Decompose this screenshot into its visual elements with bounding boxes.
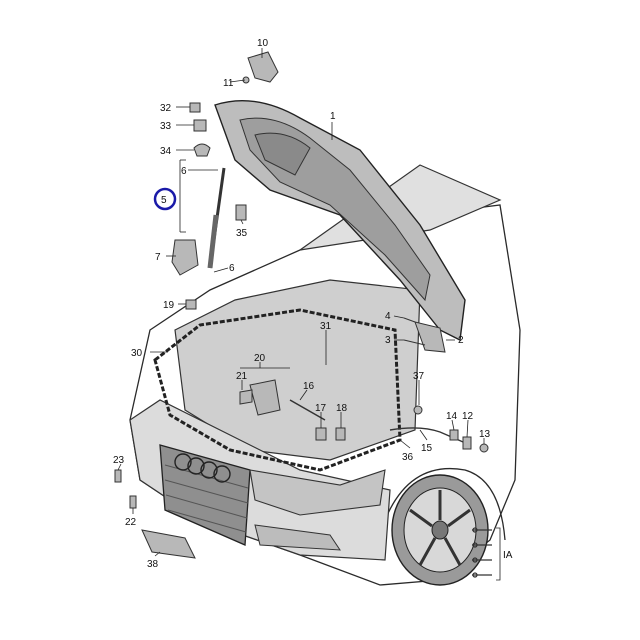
callout-7: 7 [155, 252, 161, 263]
gas-strut [207, 167, 226, 269]
part-14 [449, 429, 459, 441]
callout-30: 30 [131, 348, 143, 359]
callout-15: 15 [421, 443, 433, 454]
callout-17: 17 [315, 403, 327, 414]
part-IA-kit [472, 527, 492, 578]
callout-21: 21 [236, 371, 248, 382]
callout-12: 12 [462, 411, 474, 422]
callout-IA: IA [503, 550, 513, 561]
hood-latch-2 [403, 317, 446, 353]
callout-20: 20 [254, 353, 266, 364]
callout-16: 16 [303, 381, 315, 392]
part-34 [193, 143, 211, 157]
part-17 [315, 427, 327, 441]
hood-lock-bracket-7 [171, 239, 199, 276]
callout-32: 32 [160, 103, 172, 114]
callout-18: 18 [336, 403, 348, 414]
callout-23: 23 [113, 455, 125, 466]
callout-38: 38 [147, 559, 159, 570]
leader-lines [117, 48, 501, 581]
part-22 [129, 495, 137, 509]
part-12 [462, 436, 472, 450]
audi-rings-logo [174, 453, 231, 483]
callout-35: 35 [236, 228, 248, 239]
part-18 [335, 427, 346, 441]
callout-33: 33 [160, 121, 172, 132]
callout-34: 34 [160, 146, 172, 157]
callout-6-lower: 6 [229, 263, 235, 274]
callout-36: 36 [402, 452, 414, 463]
highlight-circle [153, 187, 177, 211]
part-32 [189, 102, 201, 113]
part-13 [479, 443, 489, 453]
part-37 [413, 405, 423, 415]
part-19 [185, 299, 197, 310]
release-cable [389, 427, 471, 446]
front-wheel [391, 474, 489, 586]
part-35 [235, 204, 247, 221]
car-body [129, 164, 521, 586]
callout-4: 4 [385, 311, 391, 322]
callout-11: 11 [223, 78, 234, 89]
callout-14: 14 [446, 411, 458, 422]
callout-13: 13 [479, 429, 491, 440]
bracket-38 [141, 529, 196, 559]
callout-1: 1 [330, 111, 336, 122]
callout-31: 31 [320, 321, 332, 332]
callout-labels: 10 11 32 33 34 6 5 35 1 7 6 19 4 3 2 31 … [113, 38, 513, 570]
hinge-10 [242, 51, 279, 84]
lock-carrier-20 [239, 379, 326, 421]
part-23 [114, 469, 122, 483]
callout-22: 22 [125, 517, 137, 528]
callout-6-upper: 6 [181, 166, 187, 177]
callout-37: 37 [413, 371, 425, 382]
part-33 [193, 119, 207, 132]
callout-5: 5 [161, 195, 167, 206]
hood [214, 100, 466, 342]
callout-19: 19 [163, 300, 175, 311]
callout-10: 10 [257, 38, 269, 49]
callout-2: 2 [458, 335, 464, 346]
callout-3: 3 [385, 335, 391, 346]
headlight [249, 469, 386, 516]
